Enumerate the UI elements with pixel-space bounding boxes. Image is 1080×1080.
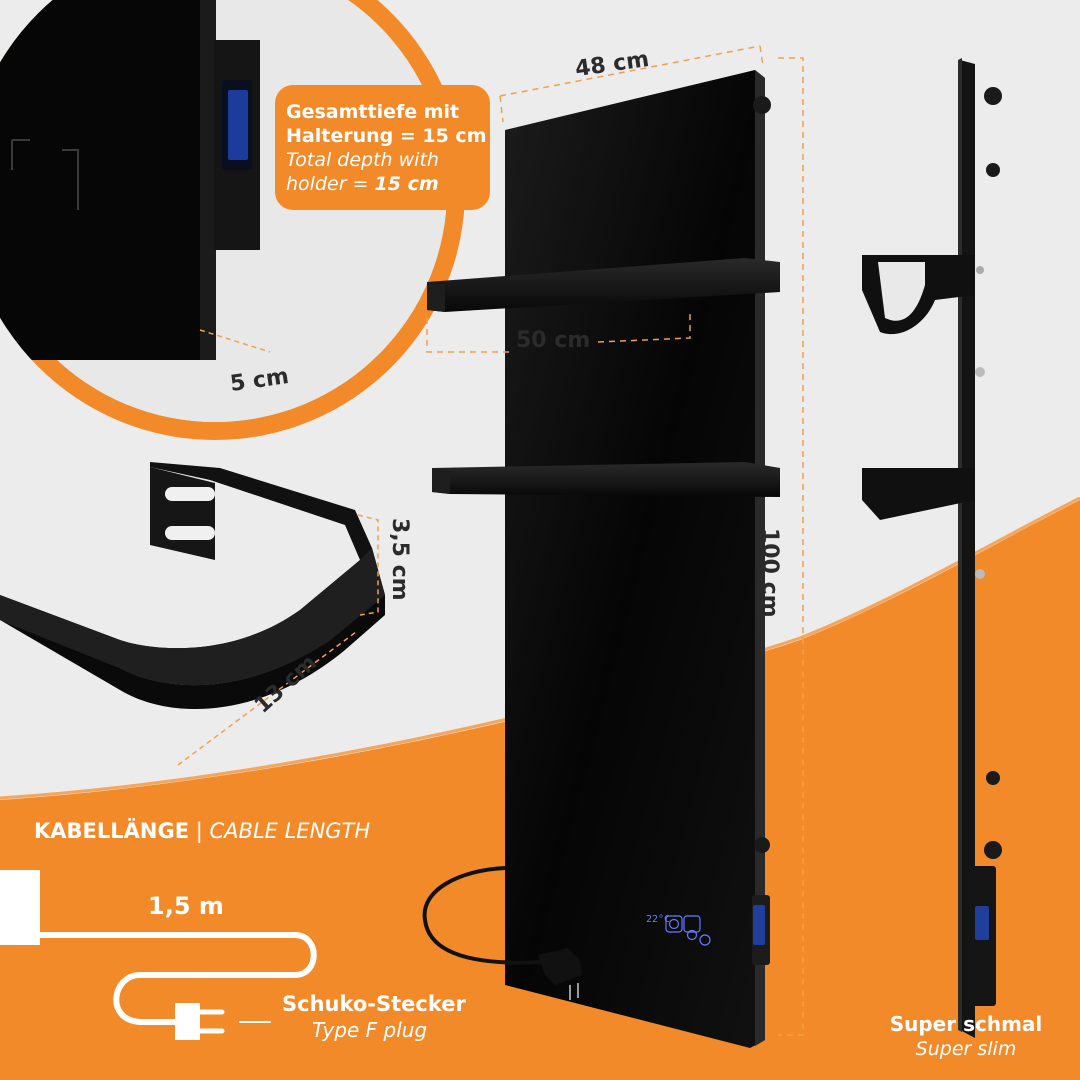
side-view-label: Super schmal Super slim	[886, 1012, 1046, 1060]
side-view-label-en: Super slim	[915, 1038, 1017, 1060]
towel-bar-bottom	[432, 462, 780, 497]
cable-heading-separator: |	[195, 819, 203, 843]
cable-heading-en: CABLE LENGTH	[209, 819, 371, 843]
minus-icon	[686, 929, 698, 941]
side-profile	[862, 58, 1002, 1038]
bar-guide	[426, 310, 691, 353]
callout-en-value: 15 cm	[374, 173, 439, 195]
mode-icon	[699, 934, 711, 946]
width-guide	[499, 45, 764, 123]
plug-label: Schuko-Stecker Type F plug	[282, 992, 466, 1042]
panel-temperature-display: 22°C	[646, 914, 671, 925]
towel-bar-top	[427, 258, 780, 312]
power-switch-icon	[753, 905, 765, 945]
cable-length-heading: KABELLÄNGE | CABLE LENGTH	[34, 819, 370, 843]
cable-heading-de: KABELLÄNGE	[34, 819, 190, 843]
depth-callout-box	[275, 85, 490, 210]
bracket-height-label: 3,5 cm	[387, 518, 412, 601]
bracket-illustration	[0, 462, 385, 766]
depth-callout: Gesamttiefe mit Halterung = 15 cm Total …	[286, 100, 501, 196]
plug-label-de: Schuko-Stecker	[282, 992, 466, 1016]
radiator-panel	[505, 70, 771, 1048]
callout-en-prefix: holder =	[286, 173, 375, 195]
height-guide	[778, 57, 804, 1036]
cable-length-value: 1,5 m	[148, 892, 224, 920]
plug-body	[538, 948, 582, 985]
cable-diagram	[0, 870, 317, 1040]
plus-icon	[668, 918, 680, 930]
callout-en-line2: holder = 15 cm	[286, 172, 501, 196]
side-view-label-de: Super schmal	[889, 1012, 1043, 1036]
callout-de-line2: Halterung = 15 cm	[286, 125, 487, 147]
plug-label-en: Type F plug	[312, 1018, 428, 1042]
callout-de-line1: Gesamttiefe mit	[286, 101, 460, 123]
callout-en-line1: Total depth with	[286, 149, 439, 171]
power-cable	[422, 866, 546, 965]
plug-icon	[176, 1002, 177, 1003]
height-dimension-label: 100 cm	[757, 528, 782, 618]
towel-bar-length-label: 50 cm	[516, 328, 591, 353]
